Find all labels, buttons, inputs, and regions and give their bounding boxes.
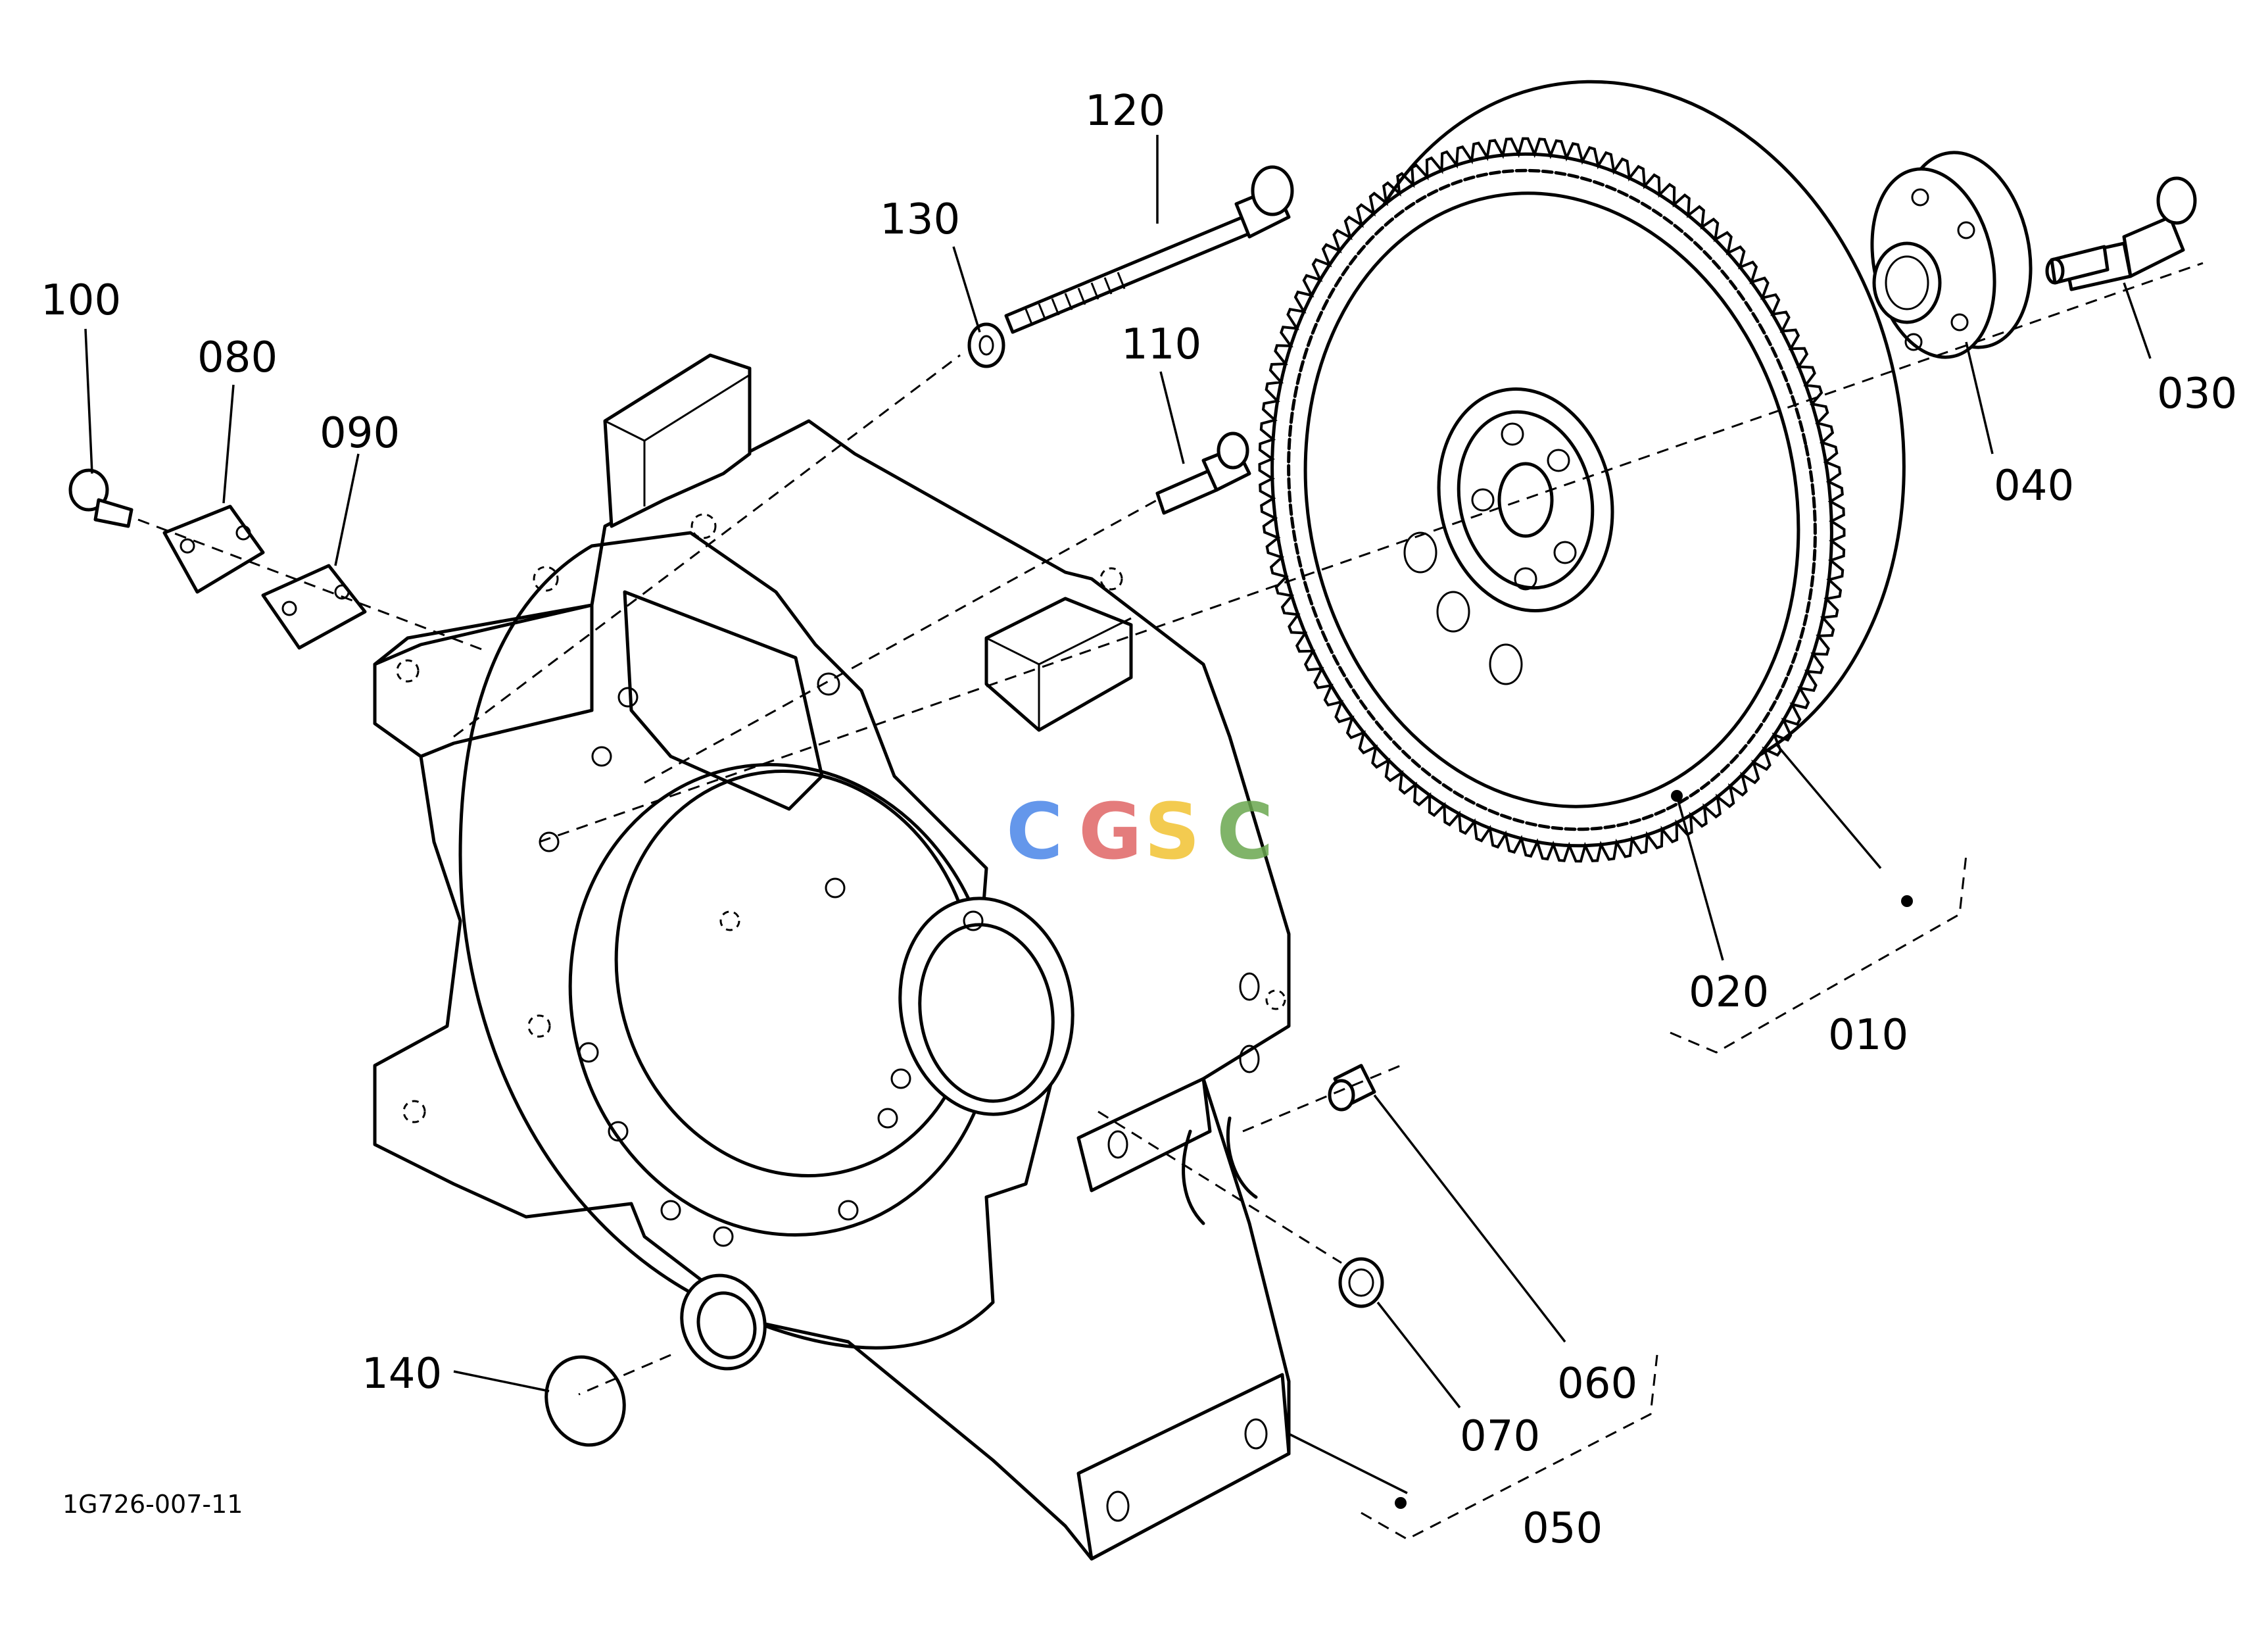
- watermark-logo: C G S C: [1006, 786, 1274, 877]
- flywheel-flange: [1870, 151, 2033, 359]
- flywheel-housing: [373, 353, 1291, 1561]
- cover-plate-080: [162, 504, 265, 594]
- label-110: 110: [1121, 320, 1201, 369]
- label-100: 100: [41, 276, 121, 325]
- label-140: 140: [362, 1350, 442, 1398]
- label-040: 040: [1994, 462, 2074, 510]
- part-labels: 100 080 090 120 130 110 030 040 020 010 …: [41, 87, 2237, 1553]
- label-050: 050: [1522, 1504, 1603, 1553]
- label-070: 070: [1460, 1412, 1540, 1461]
- gasket-090: [261, 564, 367, 650]
- label-120: 120: [1085, 87, 1165, 135]
- long-bolt: [1004, 165, 1294, 334]
- label-130: 130: [880, 195, 960, 244]
- watermark-letter: S: [1144, 786, 1200, 877]
- washer: [967, 322, 1005, 368]
- watermark-letter: C: [1006, 786, 1063, 877]
- label-020: 020: [1689, 968, 1769, 1017]
- flywheel-bolt: [2045, 176, 2197, 291]
- gear-teeth-outline: [1258, 137, 1846, 863]
- label-010: 010: [1828, 1011, 1908, 1060]
- flywheel: [1258, 80, 1906, 863]
- plug-070: [1338, 1257, 1384, 1308]
- watermark-letter: C: [1217, 786, 1274, 877]
- watermark-letter: G: [1078, 786, 1142, 877]
- ring-gear-teeth: [1258, 137, 1846, 863]
- label-080: 080: [197, 333, 277, 382]
- assembly-lines: [137, 262, 2204, 1540]
- bolt-100: [68, 468, 133, 528]
- label-060: 060: [1557, 1360, 1637, 1408]
- label-090: 090: [320, 409, 400, 458]
- plug-140: [544, 1355, 626, 1447]
- pin-060: [1328, 1064, 1376, 1112]
- bolt-110: [1155, 431, 1251, 515]
- leader-lines: [84, 135, 2152, 1509]
- drawing-code: 1G726-007-11: [62, 1490, 243, 1519]
- label-030: 030: [2157, 370, 2237, 418]
